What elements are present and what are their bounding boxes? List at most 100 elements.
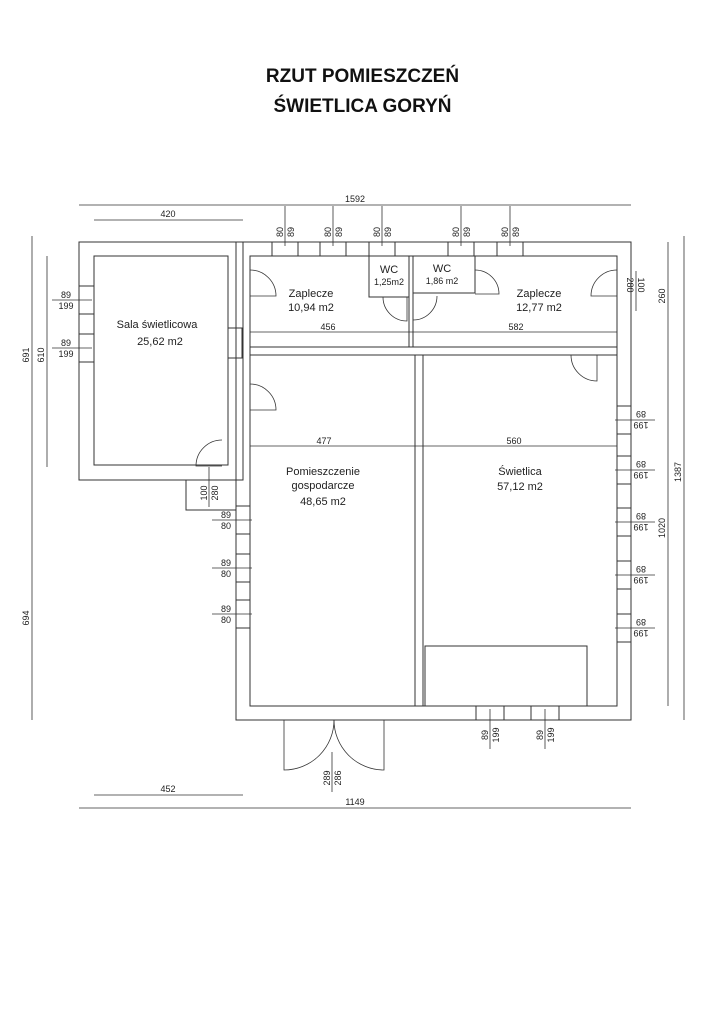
opening-height: 80 [221, 569, 231, 579]
window [530, 705, 560, 721]
room-name: Pomieszczenie [286, 466, 360, 478]
dim-label: 1592 [345, 194, 365, 204]
dim-label: 694 [21, 610, 31, 625]
window [235, 505, 251, 535]
walls [78, 241, 632, 721]
window [616, 560, 632, 590]
room-area: 1,25m2 [374, 277, 404, 287]
room-area: 57,12 m2 [497, 481, 543, 493]
window [271, 241, 299, 257]
dim-label: 1387 [673, 462, 683, 482]
opening-width: 89 [221, 558, 231, 568]
opening-height: 80 [221, 521, 231, 531]
room-name: Sala świetlicowa [117, 319, 199, 331]
dim-label: 691 [21, 347, 31, 362]
opening-height: 286 [333, 770, 343, 785]
opening-width: 199 [633, 420, 648, 430]
window [616, 613, 632, 643]
opening-height: 89 [462, 227, 472, 237]
dim-label: 260 [657, 288, 667, 303]
window [616, 507, 632, 537]
opening-width: 80 [323, 227, 333, 237]
opening-height: 199 [58, 349, 73, 359]
opening-width: 80 [372, 227, 382, 237]
stage [424, 645, 588, 707]
opening-height: 199 [546, 727, 556, 742]
opening-height: 89 [636, 617, 646, 627]
opening-height: 80 [221, 615, 231, 625]
opening-height: 89 [383, 227, 393, 237]
opening-width: 289 [322, 770, 332, 785]
dim-label: 477 [316, 436, 331, 446]
opening-width: 89 [61, 338, 71, 348]
dim-label: 610 [36, 347, 46, 362]
dim-label: 456 [320, 322, 335, 332]
room-name: WC [433, 263, 451, 275]
room-name: Świetlica [498, 465, 542, 478]
dim-label: 1020 [657, 518, 667, 538]
opening-width: 199 [633, 575, 648, 585]
room-name-2: gospodarcze [292, 480, 355, 492]
opening-height: 280 [210, 485, 220, 500]
dimension-lines [31, 204, 685, 809]
opening-height: 89 [511, 227, 521, 237]
window [78, 285, 95, 315]
opening-height: 89 [636, 409, 646, 419]
opening-height: 280 [625, 277, 635, 292]
room-area: 48,65 m2 [300, 496, 346, 508]
opening-width: 199 [633, 470, 648, 480]
opening-width: 80 [500, 227, 510, 237]
room-area: 1,86 m2 [426, 276, 459, 286]
dim-label: 452 [160, 784, 175, 794]
room-area: 10,94 m2 [288, 302, 334, 314]
window [368, 241, 396, 257]
opening-width: 89 [221, 604, 231, 614]
window [235, 553, 251, 583]
opening-height: 199 [58, 301, 73, 311]
drawing-title: RZUT POMIESZCZEŃ [265, 66, 460, 87]
opening-width: 89 [480, 730, 490, 740]
opening-width: 100 [199, 485, 209, 500]
window [78, 333, 95, 363]
dim-label: 1149 [345, 797, 364, 807]
window [235, 599, 251, 629]
opening-width: 80 [451, 227, 461, 237]
opening-height: 89 [636, 564, 646, 574]
opening-height: 89 [636, 459, 646, 469]
drawing-subtitle: ŚWIETLICA GORYŃ [273, 96, 452, 117]
window [616, 455, 632, 485]
room-name: Zaplecze [517, 288, 562, 300]
opening-width: 89 [535, 730, 545, 740]
room-name: WC [380, 264, 398, 276]
room-area: 12,77 m2 [516, 302, 562, 314]
opening-height: 89 [286, 227, 296, 237]
dim-label: 420 [160, 209, 175, 219]
opening-height: 89 [334, 227, 344, 237]
window [319, 241, 347, 257]
opening-height: 89 [636, 511, 646, 521]
opening-width: 199 [633, 522, 648, 532]
opening-width: 80 [275, 227, 285, 237]
room-area: 25,62 m2 [137, 336, 183, 348]
window [447, 241, 475, 257]
opening-width: 89 [221, 510, 231, 520]
window [496, 241, 524, 257]
